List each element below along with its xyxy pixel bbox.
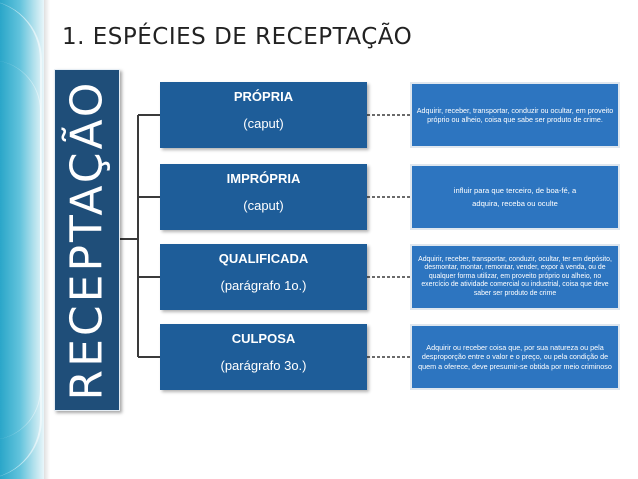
node-title: CULPOSA — [231, 331, 296, 346]
description-text: Adquirir ou receber coisa que, por sua n… — [418, 342, 612, 371]
node-title: QUALIFICADA — [218, 251, 309, 266]
node-title: PRÓPRIA — [233, 89, 294, 104]
root-node: RECEPTAÇÃO — [54, 69, 120, 411]
root-node-label: RECEPTAÇÃO — [61, 79, 113, 401]
node-title: IMPRÓPRIA — [226, 171, 301, 186]
node-subtitle: (caput) — [243, 198, 284, 213]
node-qualificada: QUALIFICADA (parágrafo 1o.) — [160, 244, 367, 310]
description-text: influir para que terceiro, de boa-fé, a … — [453, 186, 577, 208]
decorative-side-band — [0, 0, 50, 479]
description-propria: Adquirir, receber, transportar, conduzir… — [410, 82, 620, 148]
node-subtitle: (parágrafo 3o.) — [220, 358, 307, 373]
node-subtitle: (parágrafo 1o.) — [220, 278, 307, 293]
description-text: Adquirir, receber, transportar, conduzir… — [416, 105, 614, 124]
description-culposa: Adquirir ou receber coisa que, por sua n… — [410, 324, 620, 390]
node-culposa: CULPOSA (parágrafo 3o.) — [160, 324, 367, 390]
description-qualificada: Adquirir, receber, transportar, conduzir… — [410, 244, 620, 310]
node-impropria: IMPRÓPRIA (caput) — [160, 164, 367, 230]
description-impropria: influir para que terceiro, de boa-fé, a … — [410, 164, 620, 230]
band-swirl — [0, 60, 41, 440]
page-title: 1. ESPÉCIES DE RECEPTAÇÃO — [62, 24, 413, 50]
node-subtitle: (caput) — [243, 116, 284, 131]
node-propria: PRÓPRIA (caput) — [160, 82, 367, 148]
band-swirl — [0, 0, 42, 479]
description-text: Adquirir, receber, transportar, conduzir… — [418, 255, 612, 297]
band-shadow — [44, 0, 50, 479]
